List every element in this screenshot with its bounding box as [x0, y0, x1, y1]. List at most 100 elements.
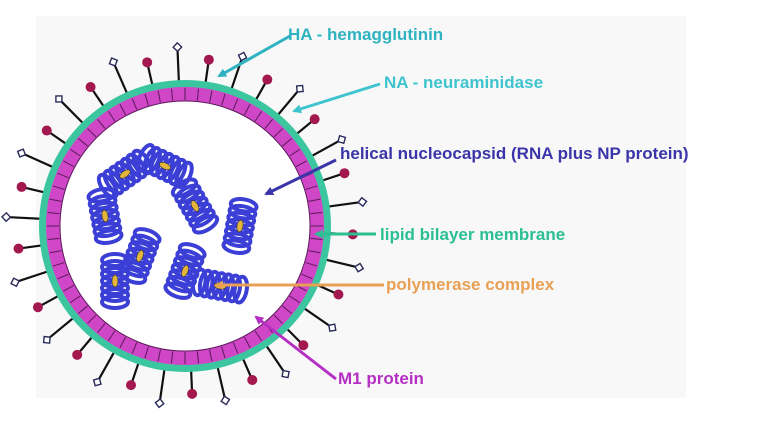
m1-subunit-line: [243, 104, 251, 116]
m1-subunit-line: [57, 273, 69, 280]
m1-arrow: [254, 315, 337, 381]
ha-knob: [203, 54, 214, 65]
m1-subunit-line: [63, 284, 75, 292]
coil-turn: [167, 157, 188, 186]
na-head: [281, 369, 290, 379]
m1-subunit-line: [243, 336, 251, 348]
polymerase-complex: [236, 219, 244, 233]
m1-subunit-line: [69, 295, 81, 304]
m1-subunit-line: [87, 314, 97, 324]
coil-turn: [100, 287, 130, 303]
ha-knob: [142, 57, 153, 68]
m1-subunit-line: [119, 336, 127, 348]
ha-knob: [41, 125, 52, 136]
m1-subunit-line: [87, 128, 97, 138]
coil-turn: [136, 143, 156, 172]
ha-knob: [13, 243, 24, 254]
m1-subunit-line: [301, 273, 313, 280]
m1-subunit-line: [107, 330, 116, 342]
m1-subunit-line: [209, 90, 213, 103]
ha-knob: [247, 374, 258, 385]
na-head: [353, 262, 365, 273]
coil-turn: [163, 281, 193, 300]
ha-arrow: [217, 34, 291, 78]
ha-knob: [262, 74, 273, 85]
polymerase-complex: [190, 200, 200, 212]
na-head: [327, 323, 337, 333]
coil-turn: [227, 203, 258, 221]
nucleocapsid-coil: [136, 143, 194, 189]
m1-subunit-line: [131, 342, 138, 354]
ha-label: HA - hemagglutinin: [288, 25, 444, 44]
m1-subunit-line: [107, 110, 116, 122]
m1-subunit-line: [97, 119, 106, 129]
m1-subunit-line: [47, 237, 60, 241]
coil-turn: [197, 268, 215, 299]
m1-subunit-line: [232, 342, 239, 354]
na-head: [10, 277, 21, 288]
coil-turn: [188, 207, 216, 229]
coil-turn: [87, 193, 118, 211]
ha-knob: [187, 388, 198, 399]
polymerase-complex: [136, 249, 144, 263]
na-spike: [307, 139, 340, 160]
coil-turn: [232, 274, 250, 305]
na-label: NA - neuraminidase: [384, 73, 544, 92]
m1-subunit-line: [209, 349, 213, 362]
ha-knob: [333, 289, 344, 300]
nucleocapsid-label: helical nucleocapsid (RNA plus NP protei…: [340, 144, 689, 163]
membrane-label: lipid bilayer membrane: [380, 225, 566, 244]
polymerase-complex: [111, 274, 119, 288]
m1-subunit-line: [144, 93, 149, 106]
m1-subunit-line: [52, 262, 65, 267]
na-head: [220, 395, 231, 406]
coil-turn: [191, 213, 220, 235]
ha-knob: [85, 82, 96, 93]
m1-subunit-line: [282, 305, 292, 314]
m1-subunit-line: [157, 349, 161, 362]
m1-subunit-line: [282, 138, 292, 147]
nucleocapsid-coil: [221, 196, 259, 256]
na-head: [154, 398, 165, 409]
polymerase-label: polymerase complex: [386, 275, 555, 294]
coil-turn: [92, 221, 123, 239]
m1-subunit-line: [196, 351, 200, 364]
m1-subunit-line: [69, 148, 81, 157]
m1-subunit-line: [310, 237, 323, 241]
coil-turn: [174, 183, 202, 205]
ha-knob: [72, 349, 83, 360]
m1-subunit-line: [57, 172, 69, 179]
nucleocapsid-coil: [170, 177, 220, 235]
m1-subunit-line: [157, 90, 161, 103]
na-head: [295, 84, 304, 93]
helical-nucleocapsids: [86, 143, 259, 310]
m1-subunit-line: [305, 185, 318, 190]
nucleocapsid-coil: [190, 267, 250, 305]
m1-subunit-line: [232, 98, 239, 110]
ha-knob: [16, 181, 27, 192]
m1-subunit-line: [310, 211, 323, 215]
nucleocapsid-coil: [163, 242, 207, 300]
m1-subunit-line: [289, 148, 301, 157]
m1-subunit-line: [221, 346, 226, 359]
polymerase-complex: [159, 161, 171, 171]
na-spike: [48, 314, 78, 339]
coil-turn: [125, 152, 148, 180]
ha-knob: [298, 340, 309, 351]
coil-turn: [221, 238, 252, 256]
m1-subunit-line: [78, 138, 88, 147]
m1-subunit-line: [295, 160, 307, 168]
m1-subunit-line: [63, 160, 75, 168]
na-head: [337, 134, 347, 145]
na-head: [0, 211, 12, 223]
na-head: [237, 51, 248, 62]
m1-subunit-line: [52, 185, 65, 190]
m1-subunit-line: [254, 330, 263, 342]
polymerase-complex: [101, 209, 109, 223]
m1-subunit-line: [49, 250, 62, 254]
m1-label: M1 protein: [338, 369, 424, 388]
coil-turn: [177, 242, 207, 261]
m1-subunit-line: [221, 93, 226, 106]
m1-subunit-line: [308, 198, 321, 202]
